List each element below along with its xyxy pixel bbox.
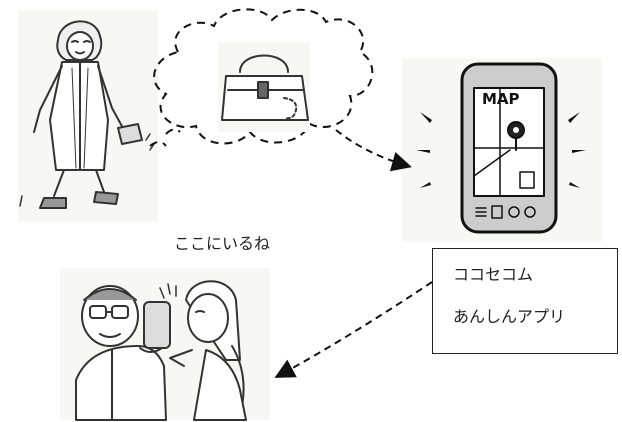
cloud-to-phone-arrow [335, 129, 412, 172]
location-caption: ここにいるね [174, 234, 271, 253]
elderly-couple-illustration [75, 280, 247, 421]
smartphone-illustration [416, 62, 586, 234]
app-name-line2: あんしんアプリ [453, 307, 566, 326]
walking-woman-illustration [19, 20, 155, 209]
app-name-line1: ココセコム [453, 265, 534, 284]
thought-cloud [149, 8, 374, 147]
phone-to-couple-arrow [274, 281, 433, 378]
handbag-icon [218, 42, 310, 132]
phone-map-text: MAP [482, 90, 520, 108]
app-name-label-box: ココセコム あんしんアプリ [432, 248, 618, 354]
